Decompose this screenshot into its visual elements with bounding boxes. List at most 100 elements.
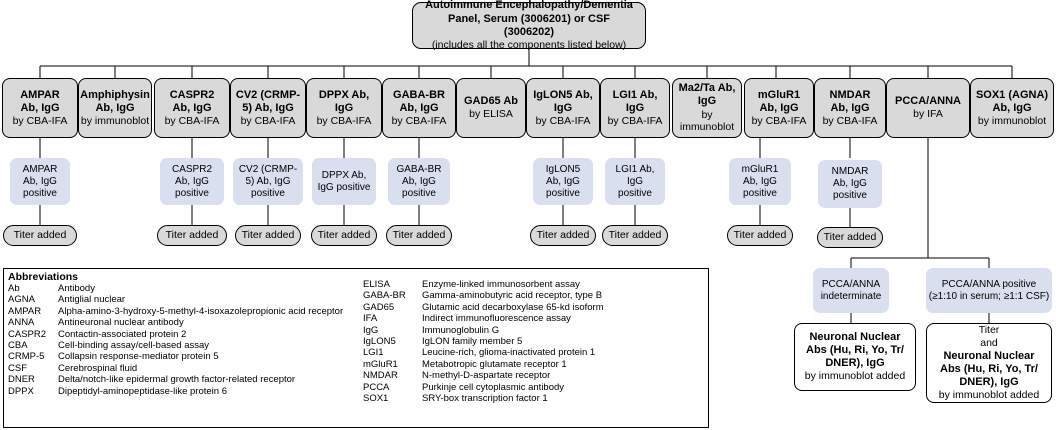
- titer-text: Titer added: [608, 229, 662, 242]
- titer-added-gaba-br: Titer added: [386, 225, 452, 246]
- abbreviation-definition: Indirect immunofluorescence assay: [422, 313, 571, 325]
- abbreviation-term: NMDAR: [363, 370, 398, 382]
- test-name: LGI1 Ab, IgG: [612, 88, 658, 114]
- abbreviation-row: IFA Indirect immunofluorescence assay: [363, 313, 703, 324]
- abbreviation-definition: Immunoglobulin G: [422, 324, 500, 336]
- result-text: DPPX Ab, IgG positive: [317, 169, 371, 193]
- reflex-box-indeterminate: Neuronal Nuclear Abs (Hu, Ri, Yo, Tr/ DN…: [794, 323, 916, 391]
- titer-text: Titer added: [317, 229, 371, 242]
- abbreviation-definition: Metabotropic glutamate receptor 1: [422, 358, 567, 370]
- abbreviation-term: GAD65: [363, 301, 395, 313]
- abbreviation-row: CSF Cerebrospinal fluid: [8, 363, 353, 374]
- titer-added-cv2: Titer added: [235, 225, 301, 246]
- test-box-dppx: DPPX Ab, IgG by CBA-IFA: [306, 78, 382, 138]
- panel-subtitle: (includes all the components listed belo…: [431, 38, 627, 51]
- abbreviation-definition: IgLON family member 5: [422, 336, 523, 348]
- abbreviation-row: SOX1 SRY-box transcription factor 1: [363, 393, 703, 404]
- reflex-test-method: by immunoblot added: [804, 370, 906, 383]
- result-box-gaba-br: GABA-BR Ab, IgG positive: [388, 158, 450, 205]
- abbreviation-term: CASPR2: [8, 328, 47, 340]
- abbreviation-row: NMDAR N-methyl-D-aspartate receptor: [363, 370, 703, 381]
- result-box-ampar: AMPAR Ab, IgG positive: [10, 158, 70, 205]
- test-method: by CBA-IFA: [12, 114, 68, 127]
- test-method: by CBA-IFA: [316, 114, 372, 127]
- abbreviation-term: IFA: [363, 313, 378, 325]
- abbreviation-definition: SRY-box transcription factor 1: [422, 393, 548, 405]
- test-box-amphiphysin: Amphiphysin Ab, IgG by immunoblot: [78, 78, 152, 138]
- test-name: CV2 (CRMP-5) Ab, IgG: [235, 88, 301, 114]
- titer-text: Titer added: [13, 229, 67, 242]
- test-box-nmdar: NMDAR Ab, IgG by CBA-IFA: [814, 78, 886, 138]
- abbreviation-row: CASPR2 Contactin-associated protein 2: [8, 329, 353, 340]
- abbreviation-term: PCCA: [363, 381, 390, 393]
- abbreviation-term: AGNA: [8, 294, 35, 306]
- test-name: GABA-BR Ab, IgG: [393, 88, 445, 114]
- test-box-caspr2: CASPR2 Ab, IgG by CBA-IFA: [154, 78, 230, 138]
- pcca-indeterminate-text: PCCA/ANNA indeterminate: [820, 278, 882, 302]
- test-method: by CBA-IFA: [240, 114, 296, 127]
- test-method: by CBA-IFA: [822, 114, 878, 127]
- reflex-test-method: by immunoblot added: [938, 389, 1040, 402]
- abbreviations-heading: Abbreviations: [8, 271, 79, 283]
- test-box-gad65: GAD65 Ab by ELISA: [456, 78, 526, 138]
- abbreviation-definition: Leucine-rich, glioma-inactivated protein…: [422, 347, 596, 359]
- abbreviation-term: SOX1: [363, 393, 389, 405]
- result-text: CV2 (CRMP-5) Ab, IgG positive: [238, 163, 298, 199]
- abbreviation-term: LGI1: [363, 347, 384, 359]
- abbreviation-definition: Antiglial nuclear: [58, 294, 126, 306]
- abbreviation-definition: Cerebrospinal fluid: [58, 362, 138, 374]
- abbreviation-definition: Cell-binding assay/cell-based assay: [58, 340, 210, 352]
- result-box-iglon5: IgLON5 Ab, IgG positive: [533, 158, 593, 205]
- result-box-caspr2: CASPR2 Ab, IgG positive: [160, 158, 224, 205]
- test-method: by CBA-IFA: [391, 114, 447, 127]
- abbreviation-definition: N-methyl-D-aspartate receptor: [422, 370, 551, 382]
- result-text: IgLON5 Ab, IgG positive: [545, 163, 581, 199]
- abbreviation-term: ANNA: [8, 317, 35, 329]
- test-name: DPPX Ab, IgG: [318, 88, 370, 114]
- test-box-sox1: SOX1 (AGNA) Ab, IgG by immunoblot: [970, 78, 1054, 138]
- abbreviation-row: CBA Cell-binding assay/cell-based assay: [8, 340, 353, 351]
- abbreviation-row: IgLON5 IgLON family member 5: [363, 336, 703, 347]
- reflex-box-positive: Titer and Neuronal Nuclear Abs (Hu, Ri, …: [926, 323, 1052, 403]
- pcca-positive-box: PCCA/ANNA positive (≥1:10 in serum; ≥1:1…: [926, 268, 1052, 313]
- test-box-pcca-anna: PCCA/ANNA by IFA: [886, 78, 970, 138]
- abbreviation-definition: Collapsin response-mediator protein 5: [58, 351, 219, 363]
- abbreviation-term: AMPAR: [8, 305, 42, 317]
- titer-text: Titer added: [392, 229, 446, 242]
- test-box-ma2-ta: Ma2/Ta Ab, IgG by immunoblot: [672, 78, 742, 138]
- titer-added-caspr2: Titer added: [157, 225, 227, 246]
- test-method: by CBA-IFA: [164, 114, 220, 127]
- abbreviation-row: LGI1 Leucine-rich, glioma-inactivated pro…: [363, 347, 703, 358]
- test-name: AMPAR Ab, IgG: [20, 88, 60, 114]
- abbreviation-definition: Glutamic acid decarboxylase 65-kd isofor…: [422, 301, 604, 313]
- abbreviation-row: PCCA Purkinje cell cytoplasmic antibody: [363, 382, 703, 393]
- abbreviation-term: DPPX: [8, 385, 34, 397]
- abbreviation-definition: Gamma-aminobutyric acid receptor, type B: [422, 290, 603, 302]
- test-name: mGluR1 Ab, IgG: [757, 88, 801, 114]
- abbreviation-term: CSF: [8, 362, 27, 374]
- reflex-test-name: Neuronal Nuclear Abs (Hu, Ri, Yo, Tr/ DN…: [940, 349, 1038, 388]
- test-box-mglur1: mGluR1 Ab, IgG by CBA-IFA: [744, 78, 814, 138]
- titer-text: Titer added: [823, 231, 877, 244]
- titer-text: Titer added: [733, 229, 787, 242]
- pcca-indeterminate-box: PCCA/ANNA indeterminate: [813, 268, 889, 313]
- reflex-test-name: Neuronal Nuclear Abs (Hu, Ri, Yo, Tr/ DN…: [806, 330, 904, 370]
- test-name: IgLON5 Ab, IgG: [533, 88, 593, 114]
- abbreviation-term: CBA: [8, 340, 28, 352]
- abbreviation-term: IgLON5: [363, 336, 396, 348]
- result-text: CASPR2 Ab, IgG positive: [171, 163, 212, 199]
- abbreviation-term: CRMP-5: [8, 351, 45, 363]
- abbreviation-definition: Contactin-associated protein 2: [58, 328, 187, 340]
- abbreviation-definition: Purkinje cell cytoplasmic antibody: [422, 381, 565, 393]
- test-box-cv2: CV2 (CRMP-5) Ab, IgG by CBA-IFA: [230, 78, 306, 138]
- abbreviation-definition: Delta/notch-like epidermal growth factor…: [58, 374, 296, 386]
- abbreviation-term: mGluR1: [363, 358, 398, 370]
- reflex-and-label: and: [980, 336, 998, 349]
- result-box-cv2: CV2 (CRMP-5) Ab, IgG positive: [233, 158, 303, 205]
